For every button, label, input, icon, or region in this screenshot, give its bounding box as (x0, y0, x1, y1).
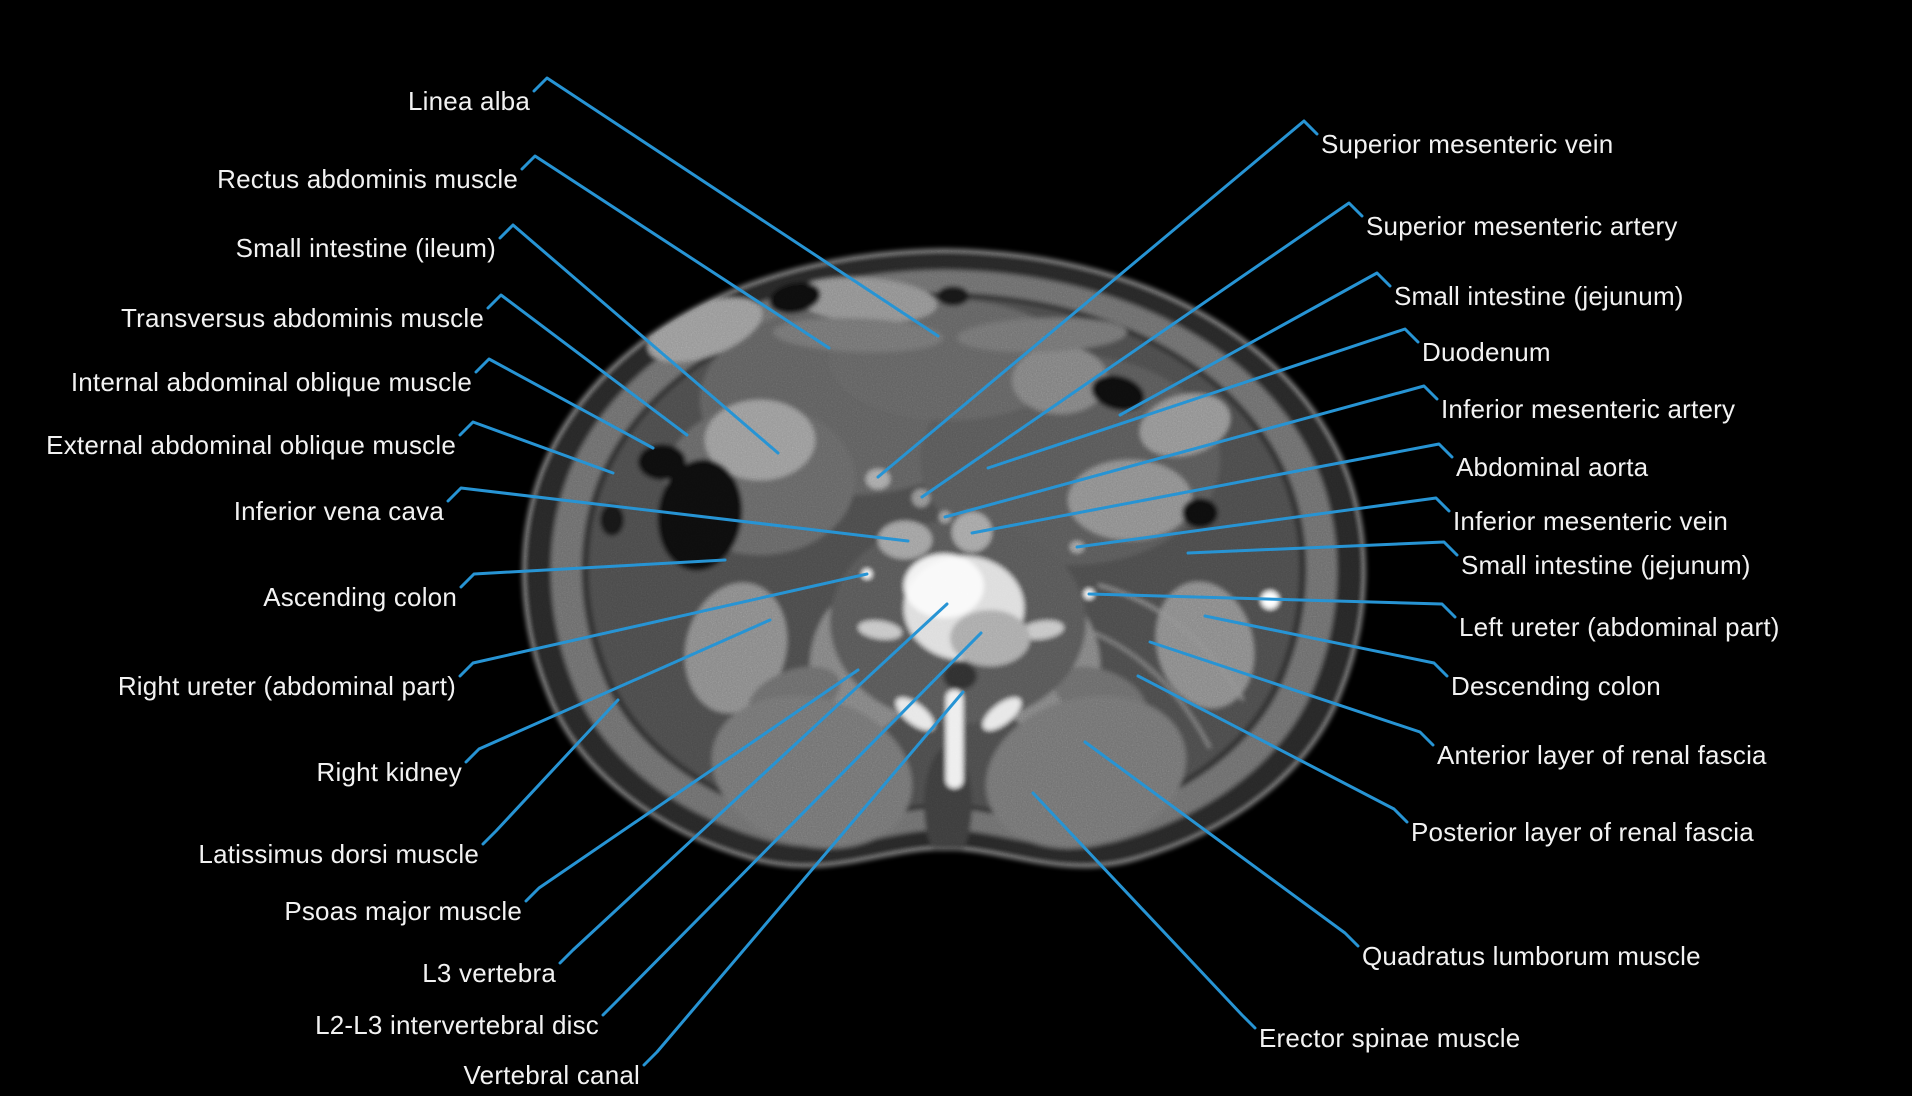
leader-line-external-abdominal-oblique-muscle (458, 420, 615, 475)
leader-line-internal-abdominal-oblique-muscle (474, 357, 655, 450)
leader-line-linea-alba (532, 76, 940, 338)
leader-line-right-kidney (464, 618, 772, 764)
label-internal-abdominal-oblique-muscle[interactable]: Internal abdominal oblique muscle (71, 367, 472, 397)
leader-line-small-intestine-jejunum-2 (1186, 540, 1459, 557)
leader-line-vertebral-canal (642, 690, 965, 1067)
label-psoas-major-muscle[interactable]: Psoas major muscle (284, 896, 522, 926)
leader-line-abdominal-aorta (970, 442, 1454, 535)
label-linea-alba[interactable]: Linea alba (408, 86, 530, 116)
label-right-ureter-abdominal-part[interactable]: Right ureter (abdominal part) (118, 671, 456, 701)
leader-line-anterior-layer-of-renal-fascia (1148, 640, 1435, 747)
label-abdominal-aorta[interactable]: Abdominal aorta (1456, 452, 1649, 482)
leader-line-superior-mesenteric-artery (920, 201, 1364, 499)
leader-line-inferior-mesenteric-artery (943, 384, 1439, 519)
label-rectus-abdominis-muscle[interactable]: Rectus abdominis muscle (217, 164, 518, 194)
leader-line-descending-colon (1203, 614, 1449, 678)
leader-line-ascending-colon (459, 558, 727, 589)
label-inferior-mesenteric-vein[interactable]: Inferior mesenteric vein (1453, 506, 1728, 536)
leader-line-l3-vertebra (558, 602, 949, 965)
leader-line-psoas-major-muscle (524, 668, 860, 903)
label-latissimus-dorsi-muscle[interactable]: Latissimus dorsi muscle (198, 839, 479, 869)
label-small-intestine-jejunum[interactable]: Small intestine (jejunum) (1394, 281, 1684, 311)
label-ascending-colon[interactable]: Ascending colon (263, 582, 457, 612)
leader-line-inferior-vena-cava (446, 486, 910, 543)
label-quadratus-lumborum-muscle[interactable]: Quadratus lumborum muscle (1362, 941, 1701, 971)
label-transversus-abdominis-muscle[interactable]: Transversus abdominis muscle (121, 303, 484, 333)
label-vertebral-canal[interactable]: Vertebral canal (464, 1060, 640, 1090)
leader-line-right-ureter-abdominal-part (458, 572, 869, 678)
leader-line-latissimus-dorsi-muscle (481, 698, 620, 846)
label-anterior-layer-of-renal-fascia[interactable]: Anterior layer of renal fascia (1437, 740, 1767, 770)
leader-line-erector-spinae-muscle (1031, 791, 1257, 1030)
leader-line-inferior-mesenteric-vein (1075, 496, 1451, 549)
leader-line-posterior-layer-of-renal-fascia (1136, 674, 1409, 824)
label-descending-colon[interactable]: Descending colon (1451, 671, 1661, 701)
label-l3-vertebra[interactable]: L3 vertebra (422, 958, 556, 988)
label-small-intestine-ileum[interactable]: Small intestine (ileum) (236, 233, 496, 263)
label-superior-mesenteric-vein[interactable]: Superior mesenteric vein (1321, 129, 1613, 159)
label-duodenum[interactable]: Duodenum (1422, 337, 1551, 367)
leader-line-l2-l3-intervertebral-disc (601, 631, 983, 1017)
leader-line-superior-mesenteric-vein (876, 119, 1319, 479)
label-right-kidney[interactable]: Right kidney (317, 757, 462, 787)
label-superior-mesenteric-artery[interactable]: Superior mesenteric artery (1366, 211, 1678, 241)
leader-line-small-intestine-jejunum (1118, 271, 1392, 417)
leader-line-quadratus-lumborum-muscle (1083, 740, 1360, 948)
label-small-intestine-jejunum-2[interactable]: Small intestine (jejunum) (1461, 550, 1751, 580)
leader-line-small-intestine-ileum (498, 223, 780, 455)
leader-line-duodenum (986, 327, 1420, 470)
label-l2-l3-intervertebral-disc[interactable]: L2-L3 intervertebral disc (315, 1010, 599, 1040)
leader-line-left-ureter-abdominal-part (1087, 592, 1457, 619)
label-external-abdominal-oblique-muscle[interactable]: External abdominal oblique muscle (46, 430, 456, 460)
leader-line-transversus-abdominis-muscle (486, 293, 689, 437)
label-erector-spinae-muscle[interactable]: Erector spinae muscle (1259, 1023, 1520, 1053)
label-inferior-mesenteric-artery[interactable]: Inferior mesenteric artery (1441, 394, 1735, 424)
leader-line-rectus-abdominis-muscle (520, 154, 831, 350)
label-left-ureter-abdominal-part[interactable]: Left ureter (abdominal part) (1459, 612, 1780, 642)
label-posterior-layer-of-renal-fascia[interactable]: Posterior layer of renal fascia (1411, 817, 1754, 847)
label-inferior-vena-cava[interactable]: Inferior vena cava (234, 496, 445, 526)
